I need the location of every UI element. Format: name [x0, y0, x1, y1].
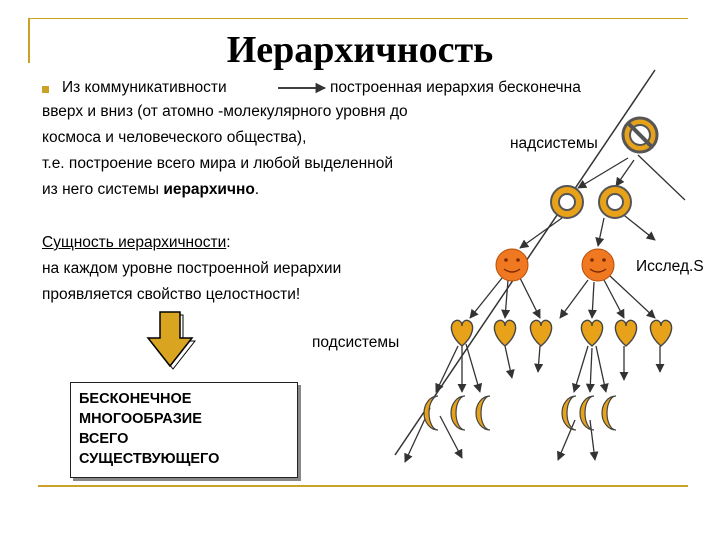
smiley-icon — [495, 248, 529, 282]
smiley-icon — [581, 248, 615, 282]
intro-line5-bold: иерархично — [163, 181, 255, 198]
crescent-icon — [579, 395, 595, 431]
ring-icon — [550, 185, 584, 219]
intro-line2: вверх и вниз (от атомно -молекулярного у… — [42, 103, 408, 120]
crescent-icon — [423, 395, 439, 431]
heart-icon — [529, 319, 553, 347]
essence-line1: на каждом уровне построенной иерархии — [42, 260, 342, 277]
heart-icon — [614, 319, 638, 347]
heart-icon — [649, 319, 673, 347]
heart-icon — [450, 319, 474, 347]
intro-line5-end: . — [254, 181, 260, 198]
bullet-icon — [42, 86, 49, 93]
label-supersystems: надсистемы — [510, 135, 598, 152]
down-arrow-icon — [146, 311, 197, 370]
heart-icon — [493, 319, 517, 347]
heart-icon — [580, 319, 604, 347]
intro-line1-part2: построенная иерархия бесконечна — [330, 79, 581, 96]
page-title: Иерархичность — [226, 29, 494, 71]
result-line3: ВСЕГО — [79, 431, 129, 447]
result-line4: СУЩЕСТВУЮЩЕГО — [79, 451, 220, 467]
intro-line1-part1: Из коммуникативности — [62, 79, 227, 96]
crescent-icon — [450, 395, 466, 431]
frame-bottom-line — [38, 485, 688, 487]
intro-line3: космоса и человеческого общества), — [42, 129, 307, 146]
ring-icon — [598, 185, 632, 219]
intro-line4: т.е. построение всего мира и любой выдел… — [42, 155, 394, 172]
essence-line2: проявляется свойство целостности! — [42, 286, 301, 303]
intro-line5-text: из него системы — [42, 181, 164, 198]
crescent-icon — [601, 395, 617, 431]
intro-line5: из него системы иерархично. — [42, 179, 259, 201]
result-line1: БЕСКОНЕЧНОЕ — [79, 391, 192, 407]
crescent-icon — [475, 395, 491, 431]
no-entry-icon — [621, 116, 659, 154]
connector-lines — [404, 154, 686, 463]
essence-heading: Сущность иерархичности: — [42, 232, 231, 254]
crescent-icon — [561, 395, 577, 431]
essence-heading-text: Сущность иерархичности — [42, 234, 227, 251]
frame-top-line — [28, 18, 688, 19]
frame-left-accent — [28, 18, 30, 63]
result-line2: МНОГООБРАЗИЕ — [79, 411, 202, 427]
label-researcher: Исслед.S — [636, 258, 704, 275]
result-box: БЕСКОНЕЧНОЕ МНОГООБРАЗИЕ ВСЕГО СУЩЕСТВУЮ… — [70, 382, 298, 478]
essence-heading-colon: : — [226, 234, 231, 251]
label-subsystems: подсистемы — [312, 334, 400, 351]
